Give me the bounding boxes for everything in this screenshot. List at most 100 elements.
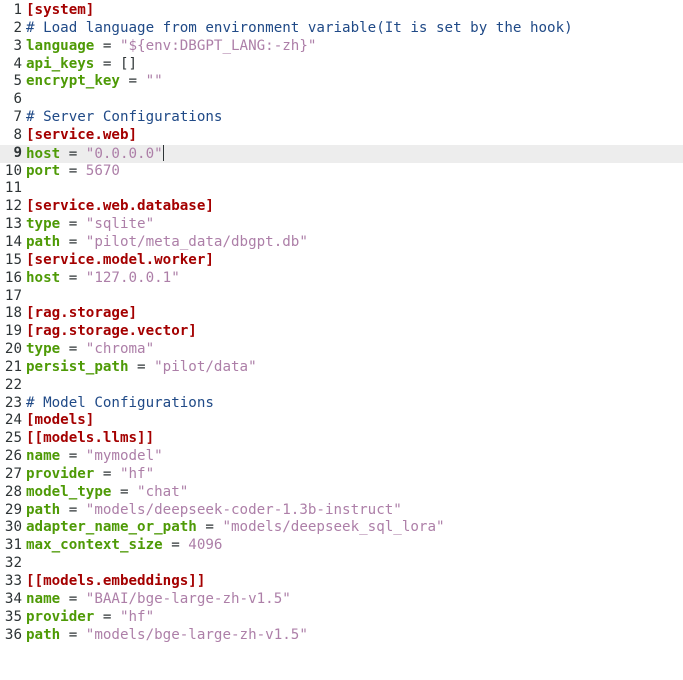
line-content[interactable]: [service.model.worker] [26, 252, 683, 270]
line-content[interactable] [26, 180, 683, 198]
code-line[interactable]: 24[models] [0, 412, 683, 430]
code-line[interactable]: 15[service.model.worker] [0, 252, 683, 270]
line-content[interactable]: path = "models/bge-large-zh-v1.5" [26, 627, 683, 645]
code-line[interactable]: 19[rag.storage.vector] [0, 323, 683, 341]
line-number: 13 [4, 216, 22, 233]
line-content[interactable]: adapter_name_or_path = "models/deepseek_… [26, 519, 683, 537]
line-number: 3 [13, 37, 22, 54]
line-number: 11 [4, 180, 22, 197]
line-content[interactable]: host = "0.0.0.0" [26, 144, 683, 163]
line-content[interactable]: type = "chroma" [26, 341, 683, 359]
code-line[interactable]: 6 [0, 91, 683, 109]
toml-key: host [26, 269, 61, 286]
code-line[interactable]: 11 [0, 180, 683, 198]
line-number: 20 [4, 341, 22, 358]
line-content[interactable]: path = "pilot/meta_data/dbgpt.db" [26, 234, 683, 252]
toml-section-header: [[models.llms]] [26, 430, 155, 447]
line-number: 8 [13, 126, 22, 143]
code-line[interactable]: 1[system] [0, 2, 683, 20]
line-content[interactable]: type = "sqlite" [26, 216, 683, 234]
code-line[interactable]: 33[[models.embeddings]] [0, 573, 683, 591]
line-content[interactable]: [service.web.database] [26, 198, 683, 216]
line-content[interactable]: [[models.embeddings]] [26, 573, 683, 591]
toml-string-value: "hf" [119, 465, 155, 482]
toml-string-value: "models/deepseek_sql_lora" [222, 519, 445, 536]
toml-key: port [26, 162, 61, 179]
line-content[interactable]: language = "${env:DBGPT_LANG:-zh}" [26, 38, 683, 56]
code-line[interactable]: 25[[models.llms]] [0, 430, 683, 448]
line-content[interactable]: provider = "hf" [26, 609, 683, 627]
line-content[interactable]: max_context_size = 4096 [26, 537, 683, 555]
line-content[interactable]: port = 5670 [26, 163, 683, 181]
line-content[interactable]: provider = "hf" [26, 466, 683, 484]
line-number: 5 [13, 73, 22, 90]
line-content[interactable]: [[models.llms]] [26, 430, 683, 448]
line-content[interactable]: encrypt_key = "" [26, 73, 683, 91]
code-line[interactable]: 2# Load language from environment variab… [0, 20, 683, 38]
line-content[interactable]: [models] [26, 412, 683, 430]
code-line[interactable]: 32 [0, 555, 683, 573]
toml-string-value: "pilot/meta_data/dbgpt.db" [85, 233, 308, 250]
code-line[interactable]: 23# Model Configurations [0, 395, 683, 413]
line-content[interactable]: [rag.storage] [26, 305, 683, 323]
line-content[interactable] [26, 555, 683, 573]
toml-key: name [26, 448, 61, 465]
toml-section-header: [models] [26, 412, 95, 429]
code-line[interactable]: 22 [0, 377, 683, 395]
toml-string-value: "mymodel" [85, 448, 163, 465]
code-line[interactable]: 17 [0, 288, 683, 306]
toml-key: max_context_size [26, 537, 163, 554]
code-line[interactable]: 8[service.web] [0, 127, 683, 145]
toml-string-value: "hf" [119, 608, 155, 625]
code-line[interactable]: 18[rag.storage] [0, 305, 683, 323]
toml-operator: = [60, 269, 86, 286]
line-content[interactable]: # Server Configurations [26, 109, 683, 127]
line-content[interactable] [26, 288, 683, 306]
toml-key: api_keys [26, 55, 95, 72]
toml-operator: = [128, 358, 155, 375]
line-number: 31 [4, 537, 22, 554]
line-content[interactable]: # Load language from environment variabl… [26, 20, 683, 38]
line-content[interactable]: name = "BAAI/bge-large-zh-v1.5" [26, 591, 683, 609]
line-number: 21 [4, 358, 22, 375]
line-number: 28 [4, 483, 22, 500]
line-number: 34 [4, 590, 22, 607]
line-content[interactable]: persist_path = "pilot/data" [26, 359, 683, 377]
line-content[interactable] [26, 91, 683, 109]
code-line[interactable]: 7# Server Configurations [0, 109, 683, 127]
toml-section-header: [service.web] [26, 126, 138, 143]
line-content[interactable]: path = "models/deepseek-coder-1.3b-instr… [26, 502, 683, 520]
code-line[interactable]: 12[service.web.database] [0, 198, 683, 216]
line-content[interactable]: host = "127.0.0.1" [26, 270, 683, 288]
line-content[interactable]: name = "mymodel" [26, 448, 683, 466]
line-content[interactable] [26, 377, 683, 395]
line-content[interactable]: # Model Configurations [26, 395, 683, 413]
toml-operator: = [60, 233, 86, 250]
line-content[interactable]: [service.web] [26, 127, 683, 145]
line-number: 25 [4, 430, 22, 447]
line-content[interactable]: api_keys = [] [26, 56, 683, 74]
line-content[interactable]: model_type = "chat" [26, 484, 683, 502]
line-content[interactable]: [system] [26, 2, 683, 20]
line-content[interactable]: [rag.storage.vector] [26, 323, 683, 341]
